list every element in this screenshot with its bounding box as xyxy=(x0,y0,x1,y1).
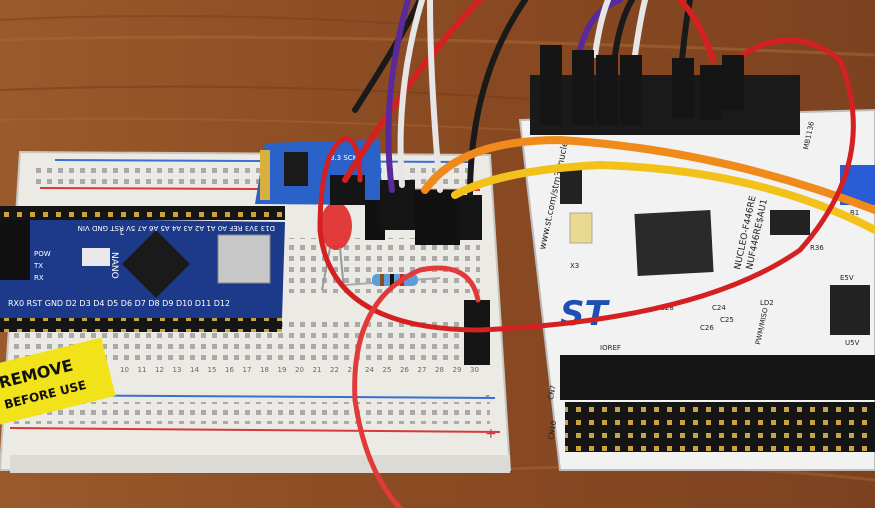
label-ioref: IOREF xyxy=(600,344,621,352)
remove-before-use-sticker: REMOVE BEFORE USE xyxy=(0,337,116,425)
wire-black-nucleo-2 xyxy=(679,0,693,63)
row-number: 28 xyxy=(435,366,444,374)
wire-red-nucleo xyxy=(677,0,716,63)
row-number: 29 xyxy=(453,366,462,374)
connector-cn10-label: CN10 xyxy=(547,420,558,440)
nucleo-mcu-chip xyxy=(634,210,714,276)
row-number: 16 xyxy=(225,366,234,374)
row-number: 27 xyxy=(418,366,427,374)
label-e5v: E5V xyxy=(840,274,854,282)
nucleo-cn7-header xyxy=(560,355,875,400)
label-u5v: U5V xyxy=(845,339,860,347)
row-number: 14 xyxy=(190,366,199,374)
nano-board-name: NANO xyxy=(109,252,119,279)
nano-led-pow-label: POW xyxy=(34,250,51,258)
label-c24: C24 xyxy=(712,304,726,312)
rail-minus-label: - xyxy=(485,388,490,404)
bottom-rail-red-line xyxy=(9,427,501,433)
wire-white-top xyxy=(397,0,425,188)
st-logo: ST xyxy=(560,294,610,334)
wire-white-nucleo xyxy=(592,0,611,58)
row-number: 24 xyxy=(365,366,374,374)
sensor-chip xyxy=(284,152,308,186)
nano-top-pin-labels: D13 3V3 REF A0 A1 A2 A3 A4 A5 A6 A7 5V R… xyxy=(78,224,275,232)
row-number: 15 xyxy=(208,366,217,374)
row-number: 25 xyxy=(383,366,392,374)
row-number: 10 xyxy=(120,366,129,374)
label-c25: C25 xyxy=(720,316,734,324)
row-number: 26 xyxy=(400,366,409,374)
rail-plus-label: + xyxy=(485,426,497,442)
crystal-x3 xyxy=(569,212,593,244)
label-b1: B1 xyxy=(850,209,859,217)
row-numbers: 10 11 12 13 14 15 16 17 18 19 20 21 22 23 24 25 26 27 28 29… xyxy=(120,366,479,374)
row-number: 19 xyxy=(278,366,287,374)
row-number: 17 xyxy=(243,366,252,374)
row-number: 23 xyxy=(348,366,357,374)
row-number: 18 xyxy=(260,366,269,374)
single-jumper-connector xyxy=(464,300,490,365)
nano-mcu-chip xyxy=(122,230,190,298)
wire-orange xyxy=(421,135,875,214)
nano-led-l-label: L xyxy=(120,229,124,237)
mini-usb-connector xyxy=(217,234,271,284)
connector-cn7-label: CN7 xyxy=(547,385,557,401)
wire-white-nucleo-2 xyxy=(632,0,648,58)
row-number: 20 xyxy=(295,366,304,374)
wire-black-right xyxy=(467,0,528,198)
module-pin-label: 3.3 SCK xyxy=(330,154,358,162)
wire-purple-nucleo xyxy=(577,0,623,53)
nucleo-regulator xyxy=(560,168,582,204)
label-ld2: LD2 xyxy=(760,299,774,307)
nano-reset-button[interactable] xyxy=(82,248,110,266)
wire-black-nucleo xyxy=(612,0,635,58)
jumper-wires xyxy=(317,0,875,508)
label-c26: C26 xyxy=(700,324,714,332)
nano-top-header xyxy=(0,206,285,220)
wire-red-bottom xyxy=(352,265,481,508)
nano-icsp-header xyxy=(0,220,30,280)
wire-purple-top xyxy=(385,0,411,193)
wire-white-mid xyxy=(427,0,443,193)
nano-led-tx-label: TX xyxy=(33,262,43,270)
row-number: 30 xyxy=(470,366,479,374)
nano-bottom-pin-labels: RX0 RST GND D2 D3 D4 D5 D6 D7 D8 D9 D10 … xyxy=(8,299,230,308)
row-number: 13 xyxy=(173,366,182,374)
nucleo-f446re-board: www.st.com/stm32nucleo NUCLEO-F446RE NUF… xyxy=(518,75,875,471)
wire-black-top xyxy=(352,0,423,113)
row-number: 12 xyxy=(155,366,164,374)
row-number: 22 xyxy=(330,366,339,374)
label-r36: R36 xyxy=(810,244,824,252)
jumper-header-cluster xyxy=(330,175,490,365)
nucleo-morpho-header-top xyxy=(530,75,800,135)
row-number: 11 xyxy=(138,366,147,374)
wire-yellow xyxy=(451,160,875,234)
power-jumper xyxy=(830,285,870,335)
nucleo-cn10-header xyxy=(565,402,875,452)
wire-red-loop xyxy=(317,37,856,333)
arduino-nano-board: NANO D13 3V3 REF A0 A1 A2 A3 A4 A5 A6 A7… xyxy=(0,206,285,332)
nucleo-dupont-connectors xyxy=(540,45,744,125)
jumper-block xyxy=(770,210,810,235)
row-number: 21 xyxy=(313,366,322,374)
wire-red-top xyxy=(342,0,483,183)
label-x3: X3 xyxy=(570,262,579,270)
nano-led-rx-label: RX xyxy=(34,274,44,282)
nano-bottom-header xyxy=(0,318,282,332)
